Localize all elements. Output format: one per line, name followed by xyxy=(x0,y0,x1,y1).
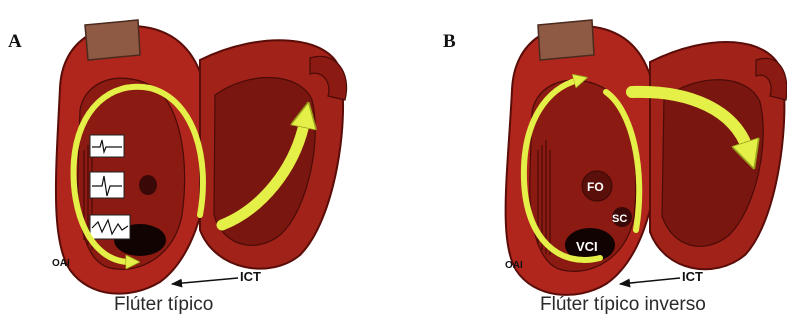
caption-b: Flúter típico inverso xyxy=(540,294,706,315)
ecg-trace-icon xyxy=(90,135,124,157)
ict-pointer xyxy=(172,278,238,284)
label-vci: VCI xyxy=(576,239,598,254)
label-ict: ICT xyxy=(682,269,703,284)
coronary-sinus-ostium xyxy=(139,175,157,195)
superior-vena-cava xyxy=(85,20,140,60)
label-oai: OAI xyxy=(52,258,70,269)
heart-illustration-b xyxy=(506,20,787,295)
label-sc: SC xyxy=(612,213,627,225)
superior-vena-cava xyxy=(538,20,594,60)
panel-b: B FO SC VCI OAI ICT Flúter típic xyxy=(443,20,787,315)
panel-letter-a: A xyxy=(8,31,22,52)
caption-a: Flúter típico xyxy=(114,294,213,315)
panel-a: A xyxy=(8,20,347,315)
ecg-trace-icon xyxy=(90,172,124,198)
ict-pointer xyxy=(620,278,680,284)
label-oai: OAI xyxy=(505,260,523,271)
label-fo: FO xyxy=(587,180,604,194)
ecg-trace-icon xyxy=(90,215,130,239)
panel-letter-b: B xyxy=(443,31,456,52)
label-ict: ICT xyxy=(240,269,261,284)
